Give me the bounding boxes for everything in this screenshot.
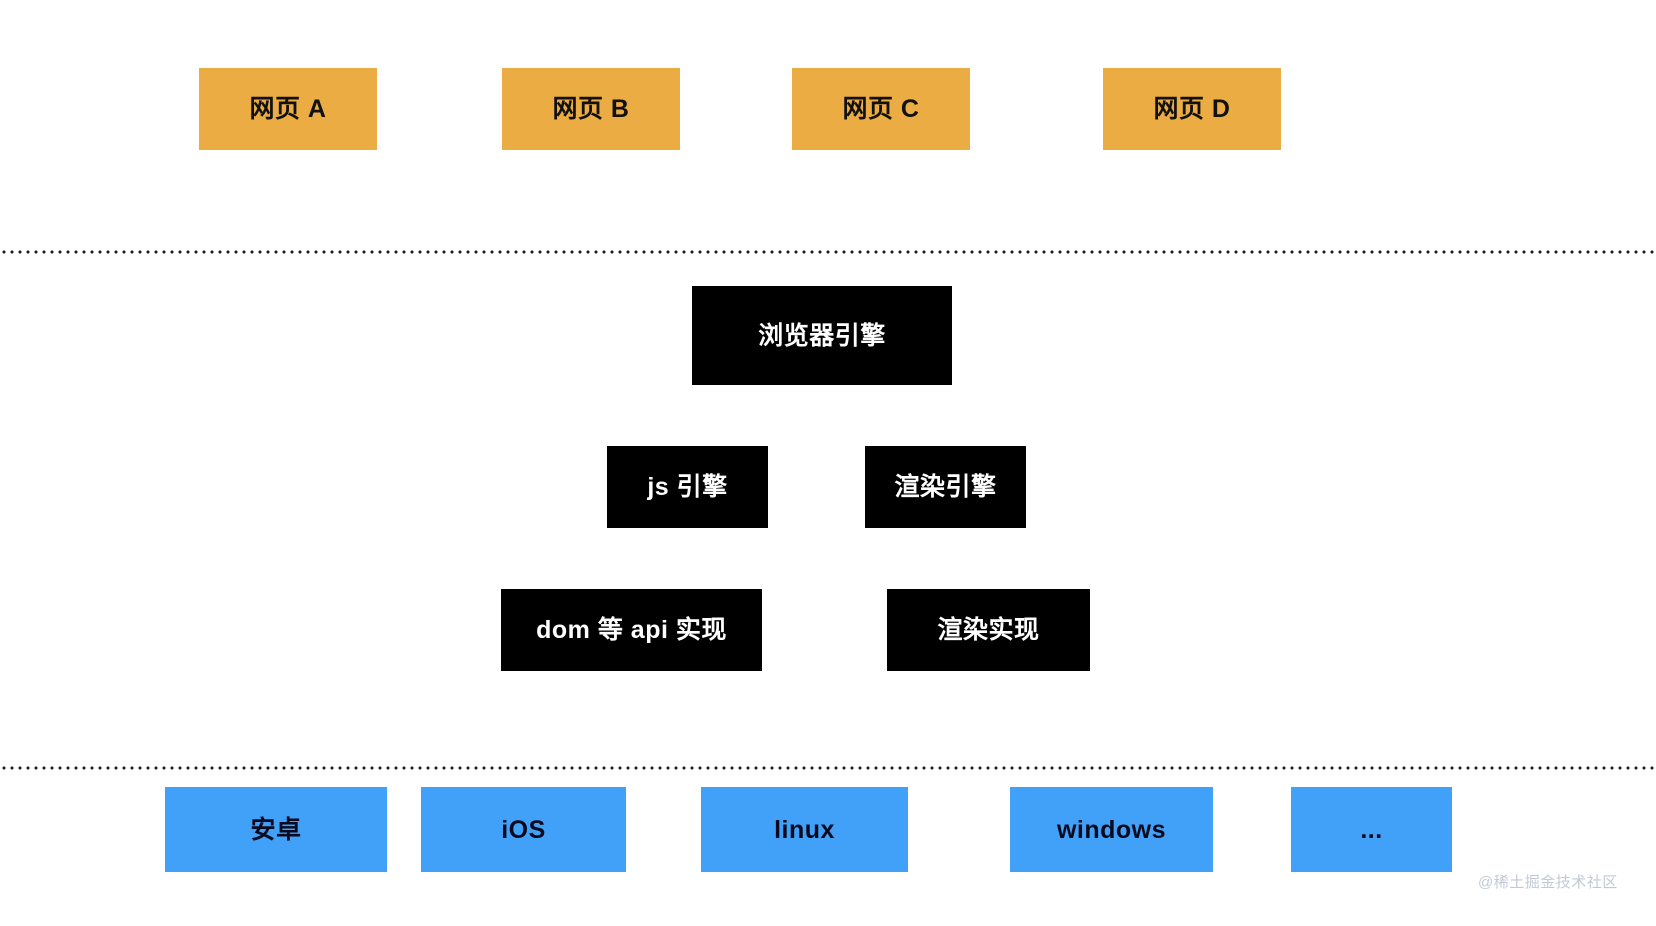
node-implementations-0: dom 等 api 实现 bbox=[501, 589, 762, 671]
node-operating-systems-0: 安卓 bbox=[165, 787, 387, 872]
node-web-pages-1: 网页 B bbox=[502, 68, 680, 150]
node-sub-engines-0: js 引擎 bbox=[607, 446, 768, 528]
node-operating-systems-2: linux bbox=[701, 787, 908, 872]
node-implementations-1: 渲染实现 bbox=[887, 589, 1090, 671]
node-browser-engine-0: 浏览器引擎 bbox=[692, 286, 952, 385]
node-operating-systems-3: windows bbox=[1010, 787, 1213, 872]
node-operating-systems-1: iOS bbox=[421, 787, 626, 872]
node-web-pages-2: 网页 C bbox=[792, 68, 970, 150]
divider-engine-os bbox=[0, 766, 1656, 770]
node-web-pages-3: 网页 D bbox=[1103, 68, 1281, 150]
watermark: @稀土掘金技术社区 bbox=[1478, 874, 1618, 891]
node-web-pages-0: 网页 A bbox=[199, 68, 377, 150]
divider-pages-engine bbox=[0, 250, 1656, 254]
node-sub-engines-1: 渲染引擎 bbox=[865, 446, 1026, 528]
node-operating-systems-4: ... bbox=[1291, 787, 1452, 872]
